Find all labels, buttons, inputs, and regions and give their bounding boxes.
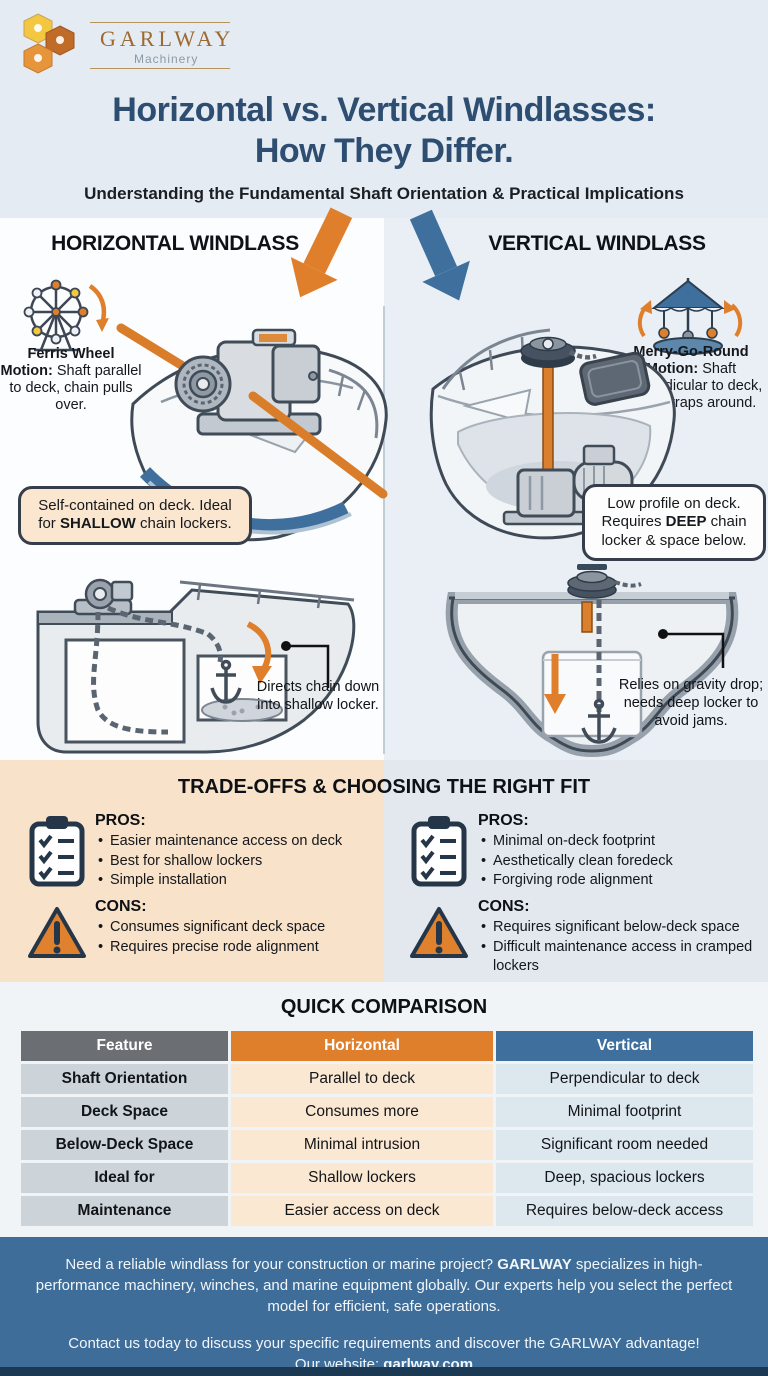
motion-caption-bold: Ferris Wheel Motion: — [0, 346, 115, 380]
cell-horizontal: Easier access on deck — [231, 1196, 493, 1226]
header-horizontal: Horizontal — [231, 1031, 493, 1061]
tradeoffs-band: TRADE-OFFS & CHOOSING THE RIGHT FIT PROS… — [0, 760, 768, 982]
table-row: Ideal for Shallow lockers Deep, spacious… — [21, 1163, 753, 1193]
clipboard-icon — [29, 816, 85, 887]
callout-text: chain lockers. — [135, 515, 232, 533]
header-band: GARLWAY Machinery Horizontal vs. Vertica… — [0, 0, 768, 218]
callout-text: Low profile on deck. Requires — [601, 495, 741, 531]
list-item: Requires significant below-deck space — [478, 918, 768, 938]
footer-bottom-strip — [0, 1367, 768, 1376]
cell-vertical: Deep, spacious lockers — [496, 1163, 753, 1193]
horizontal-cons: CONS: Consumes significant deck space Re… — [95, 898, 387, 957]
title-line2: How They Differ. — [254, 131, 514, 170]
tradeoffs-title: TRADE-OFFS & CHOOSING THE RIGHT FIT — [177, 776, 591, 798]
logo-rule-bottom — [90, 68, 230, 69]
table-header-row: Feature Horizontal Vertical — [21, 1031, 753, 1061]
pros-label: PROS: — [95, 812, 146, 829]
cell-horizontal: Parallel to deck — [231, 1064, 493, 1094]
vertical-heading: VERTICAL WINDLASS — [488, 232, 706, 255]
footer-band: Need a reliable windlass for your constr… — [0, 1237, 768, 1376]
cons-list: Consumes significant deck space Requires… — [95, 918, 387, 957]
page-subtitle: Understanding the Fundamental Shaft Orie… — [84, 184, 684, 203]
horizontal-cross-section-illustration — [36, 578, 356, 754]
pros-list: Minimal on-deck footprint Aesthetically … — [478, 832, 766, 891]
brand-name: GARLWAY — [100, 26, 235, 51]
footer-text: specializes in high-performance machiner… — [35, 1256, 733, 1315]
horizontal-motion-caption: Ferris Wheel Motion: Shaft parallel to d… — [0, 346, 142, 414]
cell-feature: Deck Space — [21, 1097, 228, 1127]
vertical-cross-section-illustration — [445, 564, 739, 758]
list-item: Easier maintenance access on deck — [95, 832, 387, 852]
clipboard-icon — [411, 816, 467, 887]
table-row: Shaft Orientation Parallel to deck Perpe… — [21, 1064, 753, 1094]
vertical-cons: CONS: Requires significant below-deck sp… — [478, 898, 768, 977]
list-item: Aesthetically clean foredeck — [478, 852, 766, 872]
table-row: Below-Deck Space Minimal intrusion Signi… — [21, 1130, 753, 1160]
list-item: Difficult maintenance access in cramped … — [478, 938, 768, 977]
cell-vertical: Minimal footprint — [496, 1097, 753, 1127]
cell-horizontal: Shallow lockers — [231, 1163, 493, 1193]
column-divider — [383, 306, 385, 754]
motion-caption-rest: Shaft parallel to deck, chain pulls over… — [9, 363, 142, 414]
comparison-band: QUICK COMPARISON Feature Horizontal Vert… — [0, 982, 768, 1237]
vertical-pros: PROS: Minimal on-deck footprint Aestheti… — [478, 812, 766, 891]
cell-horizontal: Minimal intrusion — [231, 1130, 493, 1160]
footer-pitch: Need a reliable windlass for your constr… — [34, 1237, 734, 1317]
list-item: Simple installation — [95, 871, 387, 891]
horizontal-callout: Self-contained on deck. Ideal for SHALLO… — [18, 486, 252, 545]
table-row: Deck Space Consumes more Minimal footpri… — [21, 1097, 753, 1127]
header-vertical: Vertical — [496, 1031, 753, 1061]
horizontal-heading: HORIZONTAL WINDLASS — [51, 232, 299, 255]
comparison-title: QUICK COMPARISON — [280, 996, 488, 1018]
logo-hexagons-icon — [23, 13, 75, 74]
cell-feature: Maintenance — [21, 1196, 228, 1226]
callout-bold: SHALLOW — [59, 515, 136, 533]
cell-feature: Ideal for — [21, 1163, 228, 1193]
horizontal-annotation: Directs chain down into shallow locker. — [256, 679, 380, 714]
cons-label: CONS: — [95, 898, 147, 915]
brand-logo: GARLWAY Machinery — [16, 10, 246, 76]
cell-vertical: Perpendicular to deck — [496, 1064, 753, 1094]
cell-feature: Below-Deck Space — [21, 1130, 228, 1160]
callout-bold: DEEP — [665, 513, 707, 531]
cell-horizontal: Consumes more — [231, 1097, 493, 1127]
comparison-columns-band: HORIZONTAL WINDLASS VERTICAL WINDLASS — [0, 207, 768, 760]
pros-label: PROS: — [478, 812, 529, 829]
list-item: Requires precise rode alignment — [95, 938, 387, 958]
cell-vertical: Requires below-deck access — [496, 1196, 753, 1226]
list-item: Minimal on-deck footprint — [478, 832, 766, 852]
vertical-annotation: Relies on gravity drop; needs deep locke… — [618, 677, 764, 730]
ferris-wheel-icon — [23, 279, 109, 352]
list-item: Forgiving rode alignment — [478, 871, 766, 891]
cons-label: CONS: — [478, 898, 530, 915]
page-title: Horizontal vs. Vertical Windlasses: How … — [0, 90, 768, 172]
warning-icon — [410, 907, 468, 958]
footer-contact: Contact us today to discuss your specifi… — [68, 1335, 700, 1352]
header-feature: Feature — [21, 1031, 228, 1061]
list-item: Consumes significant deck space — [95, 918, 387, 938]
brand-tagline: Machinery — [134, 52, 199, 66]
list-item: Best for shallow lockers — [95, 852, 387, 872]
cons-list: Requires significant below-deck space Di… — [478, 918, 768, 977]
callout-text: chain locker & space below. — [601, 513, 747, 549]
warning-icon — [28, 907, 86, 958]
merry-go-round-icon — [637, 278, 743, 355]
footer-text: Need a reliable windlass for your constr… — [65, 1256, 498, 1273]
horizontal-pros: PROS: Easier maintenance access on deck … — [95, 812, 387, 891]
logo-rule-top — [90, 22, 230, 23]
cell-vertical: Significant room needed — [496, 1130, 753, 1160]
callout-text: Self-contained on deck. Ideal for — [38, 497, 232, 533]
table-row: Maintenance Easier access on deck Requir… — [21, 1196, 753, 1226]
vertical-callout: Low profile on deck. Requires DEEP chain… — [582, 484, 766, 561]
comparison-table: Feature Horizontal Vertical Shaft Orient… — [18, 1028, 756, 1229]
pros-list: Easier maintenance access on deck Best f… — [95, 832, 387, 891]
title-line1: Horizontal vs. Vertical Windlasses: — [112, 91, 656, 129]
cell-feature: Shaft Orientation — [21, 1064, 228, 1094]
footer-brand-mention: GARLWAY — [497, 1256, 572, 1273]
